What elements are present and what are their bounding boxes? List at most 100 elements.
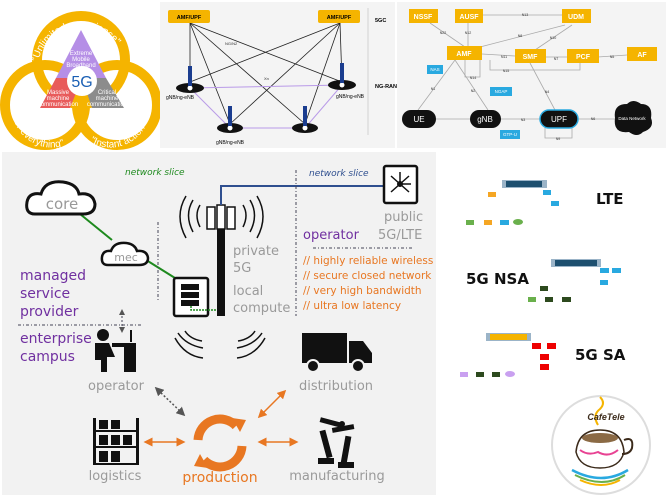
center-5g: 5G xyxy=(71,74,92,91)
mmtc-line2: machine xyxy=(47,96,70,102)
logistics-shelf-icon xyxy=(93,418,139,465)
n15: N15 xyxy=(503,69,510,73)
ngap-tag: NGAP xyxy=(495,89,508,94)
mec-cloud xyxy=(100,241,150,267)
usage-scenarios-panel: 5G Extreme Mobile Broadband Massive mach… xyxy=(0,11,162,151)
n2: N2 xyxy=(471,89,476,93)
production-label: production xyxy=(182,470,257,486)
smf-label: SMF xyxy=(523,54,539,61)
mmtc-line1: Massive xyxy=(47,90,70,96)
embb-line3: Broadband xyxy=(66,63,95,69)
enterprise-line1: enterprise xyxy=(20,331,92,347)
center-circle xyxy=(67,66,97,96)
msp-line2: service xyxy=(20,286,70,302)
urllc-line2: machine xyxy=(96,96,119,102)
mmtc-line3: communication xyxy=(38,102,78,108)
public-line1: public xyxy=(384,210,423,225)
upf-node xyxy=(539,109,579,129)
ng-interface-label: NG/N2 xyxy=(225,41,238,46)
arc-left-text: "For everything" xyxy=(9,111,66,151)
upf-label: UPF xyxy=(551,115,567,124)
udm-label: UDM xyxy=(568,14,584,21)
ring-right xyxy=(72,60,162,150)
public-network-hub-icon xyxy=(382,164,419,205)
arc-left-label: "For everything" xyxy=(9,111,66,151)
gtpu-tag: GTP-U xyxy=(503,132,517,137)
urllc-line3: communication xyxy=(87,102,127,108)
logo-wordmark: CafeTele xyxy=(587,412,624,422)
cell-tower-icon xyxy=(206,204,236,316)
amf-upf-node-1 xyxy=(168,10,210,23)
ue-node xyxy=(402,110,436,128)
n13: N13 xyxy=(522,13,529,17)
msp-line1: managed xyxy=(20,268,86,284)
amf-label: AMF xyxy=(456,51,472,58)
operator-label: operator xyxy=(88,379,145,394)
ngran-panel: AMF/UPF AMF/UPF 5GC NG-RAN NG/N2 Xn gNB/… xyxy=(160,2,397,148)
benefit-2: // secure closed network xyxy=(303,270,432,282)
benefit-1: // highly reliable wireless xyxy=(303,255,433,267)
embb-line1: Extreme xyxy=(70,51,93,57)
robot-arms-icon xyxy=(318,417,355,468)
interface-labels: N13 N22 N12 N8 N10 N11 N7 N5 N15 N14 N1 … xyxy=(431,13,615,141)
radio-waves-icon xyxy=(179,195,264,239)
manufacturing-label: manufacturing xyxy=(289,469,385,484)
n12: N12 xyxy=(465,31,472,35)
network-slice-blue: network slice xyxy=(309,169,369,179)
operator-provider-label: operator xyxy=(303,228,360,243)
amf-upf-label-1: AMF/UPF xyxy=(177,15,202,21)
network-function-boxes xyxy=(409,9,657,63)
gnb-label-3: gNB/ng-eNB xyxy=(216,140,245,146)
nas-tag: NAS xyxy=(430,67,439,72)
benefit-4: // ultra low latency xyxy=(303,300,401,312)
enterprise-line2: campus xyxy=(20,349,75,365)
n6: N6 xyxy=(591,117,596,121)
lte-label: LTE xyxy=(596,190,624,208)
urllc-line1: Critical xyxy=(98,90,116,96)
data-network-cloud xyxy=(614,101,652,135)
private-line2: 5G xyxy=(233,261,251,276)
benefit-3: // very high bandwidth xyxy=(303,285,422,297)
ue-label: UE xyxy=(413,115,424,124)
sa-diagram-thumbnail xyxy=(460,333,556,377)
5g-sa-label: 5G SA xyxy=(575,346,626,364)
n7: N7 xyxy=(554,57,559,61)
n8: N8 xyxy=(518,34,523,38)
embb-line2: Mobile xyxy=(72,57,90,63)
n22: N22 xyxy=(440,31,447,35)
distribution-production-link xyxy=(257,389,287,419)
local-compute-server-icon xyxy=(172,276,216,318)
operator-production-link xyxy=(154,386,186,417)
core-architecture-panel: NSSF AUSF UDM AMF SMF PCF AF UE gNB UPF … xyxy=(397,2,666,148)
local-line2: compute xyxy=(233,301,290,316)
n10: N10 xyxy=(550,36,557,40)
amf-upf-node-2 xyxy=(318,10,360,23)
lte-diagram-thumbnail xyxy=(466,180,559,225)
mec-label: mec xyxy=(114,251,138,264)
5gc-label: 5GC xyxy=(375,18,386,24)
n4: N4 xyxy=(545,90,550,94)
logistics-label: logistics xyxy=(89,469,142,484)
ring-left xyxy=(0,60,90,150)
private-line1: private xyxy=(233,244,279,259)
gnb-label-2: gNB/ng-eNB xyxy=(336,94,365,100)
embb-segment xyxy=(56,30,106,78)
truck-icon xyxy=(302,333,372,373)
distribution-label: distribution xyxy=(299,379,373,394)
cafetele-logo: CafeTele xyxy=(551,395,651,495)
gnb-label: gNB xyxy=(477,115,493,124)
5g-nsa-label: 5G NSA xyxy=(466,270,529,288)
af-label: AF xyxy=(637,52,647,59)
n11: N11 xyxy=(501,55,507,59)
core-cloud xyxy=(25,180,97,216)
xn-interface-label: Xn xyxy=(264,76,269,81)
public-line2: 5G/LTE xyxy=(378,228,422,243)
n14: N14 xyxy=(470,76,477,80)
n9: N9 xyxy=(556,137,561,141)
ngran-label: NG-RAN xyxy=(375,84,397,90)
ausf-label: AUSF xyxy=(459,14,479,21)
nsa-diagram-thumbnail xyxy=(528,259,621,302)
n5: N5 xyxy=(610,55,615,59)
amf-upf-label-2: AMF/UPF xyxy=(327,15,352,21)
